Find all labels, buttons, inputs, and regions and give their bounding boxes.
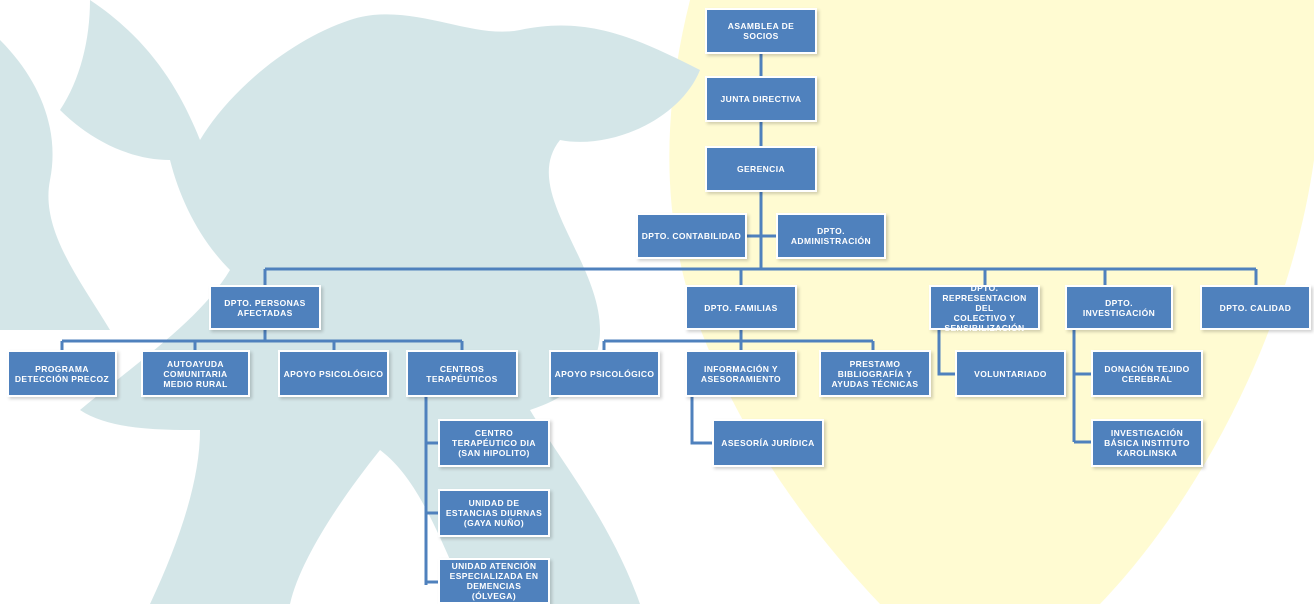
apoyo-psicologico-afectados-box[interactable]: APOYO PSICOLÓGICO — [278, 350, 389, 397]
gerencia-box[interactable]: GERENCIA — [705, 146, 817, 192]
unidad-atencion-demencias-box[interactable]: UNIDAD ATENCIÓN ESPECIALIZADA EN DEMENCI… — [438, 558, 550, 604]
dpto-personas-afectadas-box[interactable]: DPTO. PERSONAS AFECTADAS — [209, 285, 321, 330]
informacion-asesoramiento-box[interactable]: INFORMACIÓN Y ASESORAMIENTO — [685, 350, 797, 397]
donacion-tejido-cerebral-box[interactable]: DONACIÓN TEJIDO CEREBRAL — [1091, 350, 1203, 397]
autoayuda-comunitaria-box[interactable]: AUTOAYUDA COMUNITARIA MEDIO RURAL — [141, 350, 250, 397]
asesoria-juridica-box[interactable]: ASESORÍA JURÍDICA — [712, 419, 824, 467]
asamblea-de-socios-box[interactable]: ASAMBLEA DE SOCIOS — [705, 8, 817, 54]
dpto-representacion-box[interactable]: DPTO. REPRESENTACION DEL COLECTIVO Y SEN… — [929, 283, 1040, 333]
dpto-calidad-box[interactable]: DPTO. CALIDAD — [1200, 285, 1311, 330]
programa-deteccion-precoz-box[interactable]: PROGRAMA DETECCIÓN PRECOZ — [7, 350, 117, 397]
centros-terapeuticos-box[interactable]: CENTROS TERAPÉUTICOS — [406, 350, 518, 397]
dpto-contabilidad-box[interactable]: DPTO. CONTABILIDAD — [636, 213, 747, 259]
unidad-estancias-diurnas-box[interactable]: UNIDAD DE ESTANCIAS DIURNAS (GAYA NUÑO) — [438, 489, 550, 537]
voluntariado-box[interactable]: VOLUNTARIADO — [955, 350, 1066, 397]
prestamo-bibliografia-box[interactable]: PRESTAMO BIBLIOGRAFÍA Y AYUDAS TÉCNICAS — [819, 350, 931, 397]
investigacion-karolinska-box[interactable]: INVESTIGACIÓN BÁSICA INSTITUTO KAROLINSK… — [1091, 419, 1203, 467]
junta-directiva-box[interactable]: JUNTA DIRECTIVA — [705, 76, 817, 122]
dpto-investigacion-box[interactable]: DPTO. INVESTIGACIÓN — [1065, 285, 1173, 330]
dpto-administracion-box[interactable]: DPTO. ADMINISTRACIÓN — [776, 213, 886, 259]
dpto-familias-box[interactable]: DPTO. FAMILIAS — [685, 285, 797, 330]
apoyo-psicologico-familias-box[interactable]: APOYO PSICOLÓGICO — [549, 350, 660, 397]
centro-terapeutico-dia-box[interactable]: CENTRO TERAPÉUTICO DIA (SAN HIPOLITO) — [438, 419, 550, 467]
